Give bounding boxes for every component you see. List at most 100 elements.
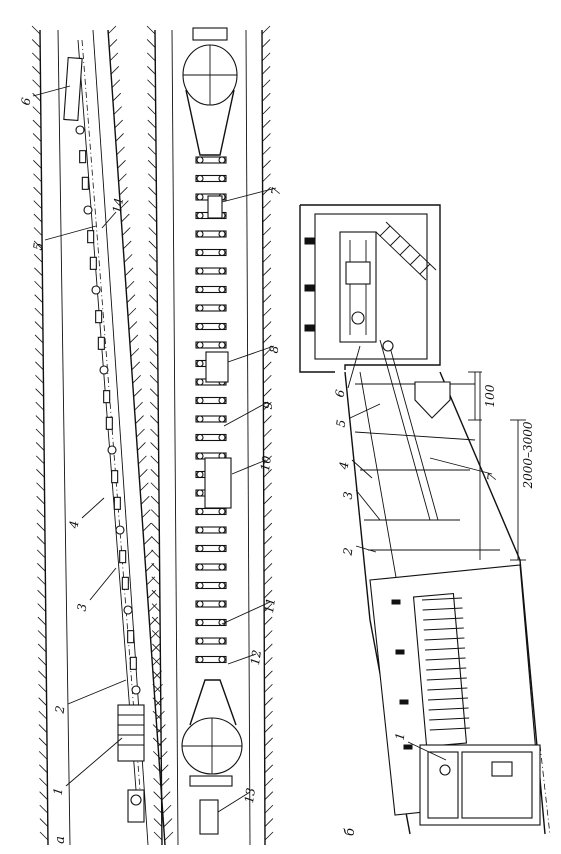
hatch-mark [263, 469, 272, 478]
mesh-line [425, 657, 466, 661]
hatch-mark [263, 428, 272, 438]
drive-unit-1 [117, 704, 145, 762]
panel-a-right-labels: 7 8 9 10 11 12 13 [242, 186, 284, 804]
hatch-mark [150, 482, 160, 492]
hatch-mark [152, 724, 162, 733]
scraper [195, 581, 227, 590]
hatch-mark [162, 804, 172, 814]
chain-roller [218, 655, 226, 664]
unit-10 [204, 457, 232, 509]
hatch-mark [110, 66, 120, 75]
mesh-line [423, 627, 464, 631]
hatch-mark [151, 630, 161, 639]
hatch-mark [151, 536, 160, 545]
hatch-mark [262, 361, 272, 371]
hatch-mark [132, 374, 141, 384]
mesh-line [426, 677, 467, 681]
chain-roller [218, 341, 226, 349]
wall-hatching-right [261, 25, 274, 841]
scraper [195, 526, 227, 534]
label-13: 13 [242, 787, 258, 804]
chain-link [79, 150, 87, 164]
hatch-mark [263, 576, 273, 586]
hatch-mark [149, 334, 158, 344]
chain-roller [196, 581, 204, 590]
hatch-mark [33, 227, 43, 236]
chain-link [111, 470, 119, 484]
hatch-mark [36, 509, 46, 518]
hatch-mark [263, 563, 273, 572]
hatch-mark [263, 536, 273, 545]
hatch-mark [38, 697, 47, 706]
hatch-mark [262, 254, 272, 263]
panel-b-section [299, 204, 551, 836]
hatch-mark [150, 455, 160, 465]
hatch-mark [150, 469, 160, 478]
hatch-mark [152, 710, 162, 720]
hatch-mark [130, 348, 140, 357]
bottom-shaft [189, 775, 233, 787]
hatch-mark [261, 79, 271, 89]
hatch-mark [264, 751, 273, 760]
chain-roller [196, 489, 204, 497]
chain-roller [196, 563, 204, 571]
hatch-mark [38, 724, 48, 733]
hatch-mark [153, 764, 162, 774]
hatch-mark [149, 374, 159, 384]
label-4: 4 [66, 520, 81, 531]
hatch-mark [264, 818, 274, 827]
hatch-mark [120, 200, 129, 209]
hatch-mark [107, 25, 117, 35]
chain-roller [196, 378, 204, 386]
chain-link [129, 656, 137, 670]
hatch-mark [153, 804, 163, 814]
hatch-mark [33, 254, 43, 263]
hatch-mark [32, 119, 42, 129]
hatch-mark [148, 227, 158, 236]
hatch-mark [127, 307, 137, 317]
chain-link [89, 256, 97, 270]
chain-roller [196, 507, 204, 516]
scraper [195, 156, 227, 164]
hatch-mark [264, 724, 273, 733]
hatch-mark [148, 240, 158, 250]
hatch-mark [147, 92, 156, 102]
hatch-mark [262, 307, 272, 317]
scraper [195, 341, 227, 349]
hatch-mark [150, 428, 159, 438]
scraper [195, 285, 227, 294]
hatch-mark [152, 683, 161, 693]
hatch-mark [31, 39, 41, 48]
hatch-mark [149, 388, 159, 397]
hatch-mark [149, 294, 158, 303]
hatch-mark [147, 106, 156, 115]
hatch-mark [153, 818, 163, 827]
hatch-mark [115, 133, 124, 142]
hatch-mark [118, 173, 127, 183]
roller [75, 125, 85, 135]
hatch-mark [151, 589, 161, 599]
hatch-mark [38, 710, 48, 720]
hatch-mark [36, 482, 45, 492]
roller [83, 205, 93, 215]
chain-roller [218, 415, 226, 423]
hatch-mark [35, 401, 45, 411]
panel-a-left-leaders [32, 85, 127, 787]
scraper [195, 322, 227, 331]
hatch-mark [262, 119, 271, 129]
hatch-mark [263, 415, 272, 424]
chain-roller [196, 637, 204, 645]
hatch-mark [151, 549, 160, 559]
hatch-mark [31, 52, 41, 62]
hatch-mark [263, 603, 273, 612]
hatch-mark [263, 482, 272, 492]
hatch-mark [263, 388, 272, 397]
hatch-mark [263, 589, 273, 599]
hatch-mark [149, 616, 159, 626]
hatch-mark [34, 294, 43, 303]
hatch-mark [152, 737, 162, 747]
label-7: 7 [269, 186, 284, 196]
hatch-mark [147, 66, 156, 75]
chain-roller [196, 285, 204, 294]
chain-roller [196, 359, 204, 368]
